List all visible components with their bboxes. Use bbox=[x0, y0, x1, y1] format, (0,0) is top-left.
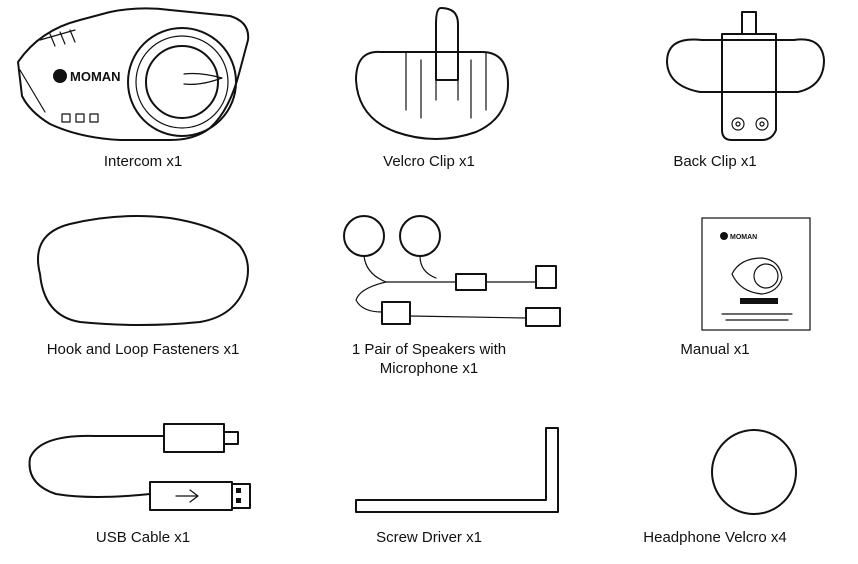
speakers-label-line1: 1 Pair of Speakers with bbox=[351, 341, 507, 358]
hook-loop-fastener-icon bbox=[37, 215, 249, 326]
headphone-velcro-label: Headphone Velcro x4 bbox=[643, 529, 787, 546]
speakers-microphone-icon bbox=[343, 215, 561, 327]
velcro-clip-label: Velcro Clip x1 bbox=[383, 153, 475, 170]
item-manual: MOMAN Manual x1 bbox=[572, 188, 858, 376]
item-velcro-clip: Velcro Clip x1 bbox=[286, 0, 572, 188]
manual-booklet-icon: MOMAN bbox=[701, 217, 811, 331]
item-screw-driver: Screw Driver x1 bbox=[286, 376, 572, 564]
usb-cable-label: USB Cable x1 bbox=[95, 529, 191, 546]
velcro-clip-icon bbox=[355, 7, 509, 140]
back-clip-icon bbox=[666, 11, 825, 141]
screw-driver-label: Screw Driver x1 bbox=[376, 529, 482, 546]
item-usb-cable: USB Cable x1 bbox=[0, 376, 286, 564]
speakers-label: 1 Pair of Speakers with Microphone x1 bbox=[286, 340, 572, 378]
item-speakers: 1 Pair of Speakers with Microphone x1 bbox=[286, 188, 572, 378]
usb-cable-icon bbox=[28, 423, 251, 511]
item-intercom: MOMAN Intercom x1 bbox=[0, 0, 286, 188]
manual-brand-logo: MOMAN bbox=[730, 234, 757, 241]
intercom-device-icon: MOMAN bbox=[17, 7, 250, 141]
item-back-clip: Back Clip x1 bbox=[572, 0, 858, 188]
speakers-label-line2: Microphone x1 bbox=[379, 360, 479, 377]
screw-driver-icon bbox=[355, 427, 559, 513]
headphone-velcro-icon bbox=[711, 429, 797, 515]
intercom-label: Intercom x1 bbox=[103, 153, 183, 170]
item-headphone-velcro: Headphone Velcro x4 bbox=[572, 376, 858, 564]
hook-loop-label: Hook and Loop Fasteners x1 bbox=[46, 341, 240, 358]
manual-label: Manual x1 bbox=[680, 341, 750, 358]
back-clip-label: Back Clip x1 bbox=[673, 153, 757, 170]
intercom-brand-logo: MOMAN bbox=[70, 69, 121, 84]
item-hook-loop: Hook and Loop Fasteners x1 bbox=[0, 188, 286, 376]
